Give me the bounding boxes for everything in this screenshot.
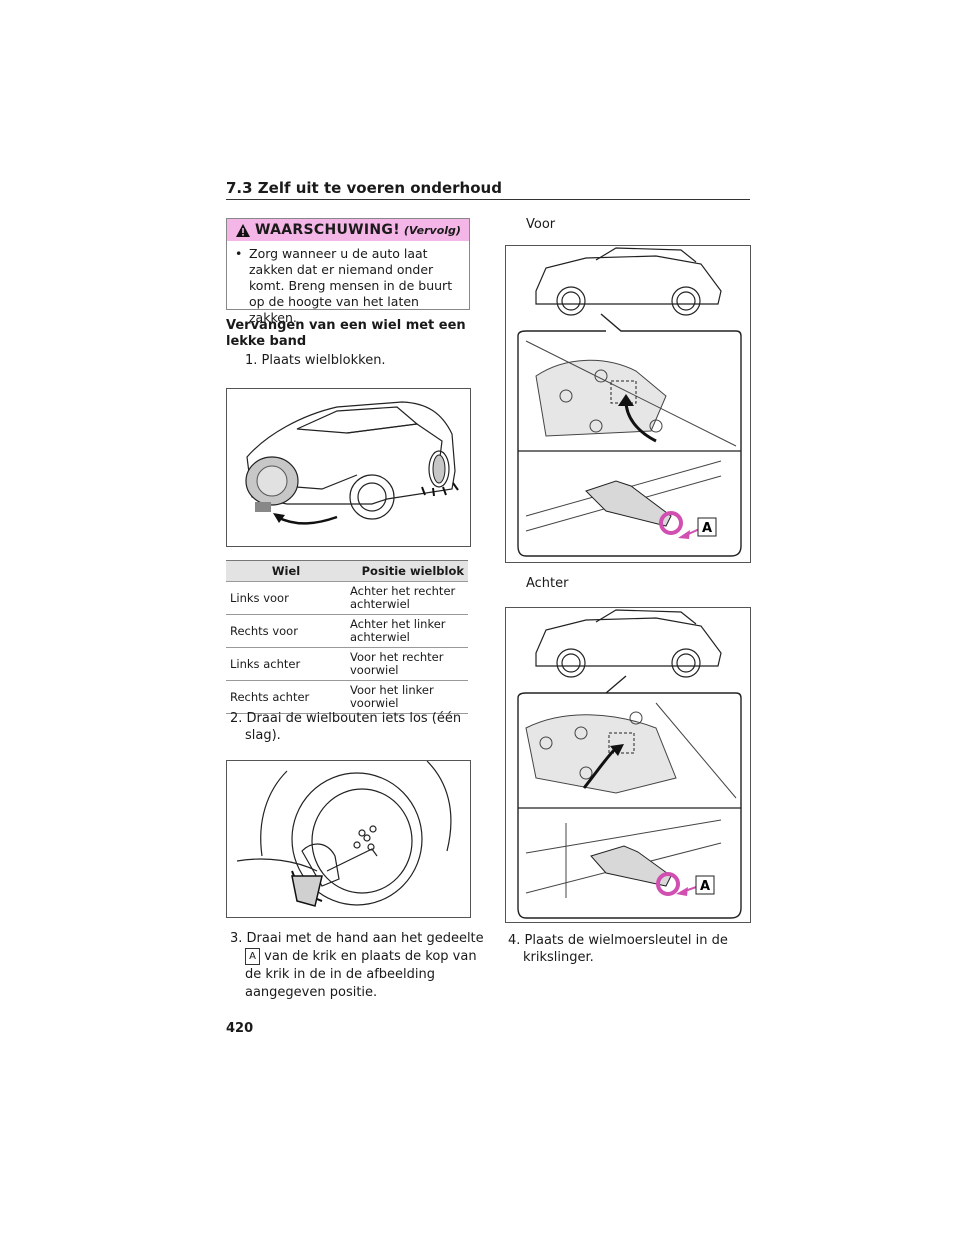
step-number: 1. bbox=[245, 353, 258, 368]
rear-label: Achter bbox=[526, 576, 569, 591]
table-row: Links achter Voor het rechter voorwiel bbox=[226, 647, 468, 681]
figure-wheel-chocks bbox=[226, 388, 471, 547]
step-number: 3. bbox=[230, 931, 243, 946]
table-header: Positie wielblok bbox=[346, 560, 468, 582]
callout-a: A bbox=[702, 521, 712, 536]
step-text: Plaats wielblokken. bbox=[261, 353, 386, 368]
warning-text: Zorg wanneer u de auto laat zakken dat e… bbox=[249, 246, 453, 325]
table-cell: Voor het linker voorwiel bbox=[346, 680, 468, 714]
callout-key-a: A bbox=[245, 948, 260, 965]
figure-jack-rear: A bbox=[505, 607, 751, 923]
table-header: Wiel bbox=[226, 560, 346, 582]
table-cell: Links achter bbox=[226, 647, 346, 681]
table-header-row: Wiel Positie wielblok bbox=[226, 560, 468, 582]
step-text: van de krik en plaats de kop van de krik… bbox=[245, 949, 477, 1000]
step-2: 2. Draai de wielbouten iets los (één sla… bbox=[230, 710, 483, 744]
warning-bullet: • bbox=[235, 246, 243, 261]
front-label: Voor bbox=[526, 217, 556, 232]
page-number: 420 bbox=[226, 1021, 254, 1036]
step-text: Plaats de wielmoersleutel in de krikslin… bbox=[523, 933, 728, 965]
table-cell: Achter het rechter achterwiel bbox=[346, 581, 468, 615]
warning-title: WAARSCHUWING! bbox=[255, 222, 400, 238]
warning-header: WAARSCHUWING! (Vervolg) bbox=[227, 219, 469, 241]
procedure-heading: Vervangen van een wiel met een lekke ban… bbox=[226, 318, 466, 349]
table-cell: Rechts achter bbox=[226, 680, 346, 714]
table-cell: Rechts voor bbox=[226, 614, 346, 648]
section-rule bbox=[226, 199, 750, 200]
step-4: 4. Plaats de wielmoersleutel in de kriks… bbox=[508, 932, 763, 966]
step-text: Draai de wielbouten iets los (één slag). bbox=[245, 711, 462, 743]
table-cell: Voor het rechter voorwiel bbox=[346, 647, 468, 681]
figure-loosen-bolts bbox=[226, 760, 471, 918]
step-number: 2. bbox=[230, 711, 243, 726]
callout-a: A bbox=[700, 879, 710, 894]
rear-jack-illustration: A bbox=[517, 609, 742, 919]
table-cell: Achter het linker achterwiel bbox=[346, 614, 468, 648]
section-title: 7.3 Zelf uit te voeren onderhoud bbox=[226, 179, 502, 197]
figure-jack-front: A bbox=[505, 245, 751, 563]
step-3: 3. Draai met de hand aan het gedeelte A … bbox=[230, 930, 485, 1002]
wrench-illustration bbox=[236, 760, 452, 907]
warning-icon bbox=[236, 223, 251, 237]
table-row: Rechts voor Achter het linker achterwiel bbox=[226, 614, 468, 648]
wheel-chock-table: Wiel Positie wielblok Links voor Achter … bbox=[226, 560, 468, 714]
step-number: 4. bbox=[508, 933, 521, 948]
step-1: 1. Plaats wielblokken. bbox=[245, 352, 470, 369]
table-cell: Links voor bbox=[226, 581, 346, 615]
table-row: Rechts achter Voor het linker voorwiel bbox=[226, 680, 468, 714]
table-row: Links voor Achter het rechter achterwiel bbox=[226, 581, 468, 615]
step-text: Draai met de hand aan het gedeelte bbox=[246, 931, 484, 946]
warning-box: WAARSCHUWING! (Vervolg) • Zorg wanneer u… bbox=[226, 218, 470, 325]
car-chock-illustration bbox=[245, 401, 459, 525]
front-jack-illustration: A bbox=[517, 247, 742, 557]
warning-suffix: (Vervolg) bbox=[403, 223, 461, 237]
